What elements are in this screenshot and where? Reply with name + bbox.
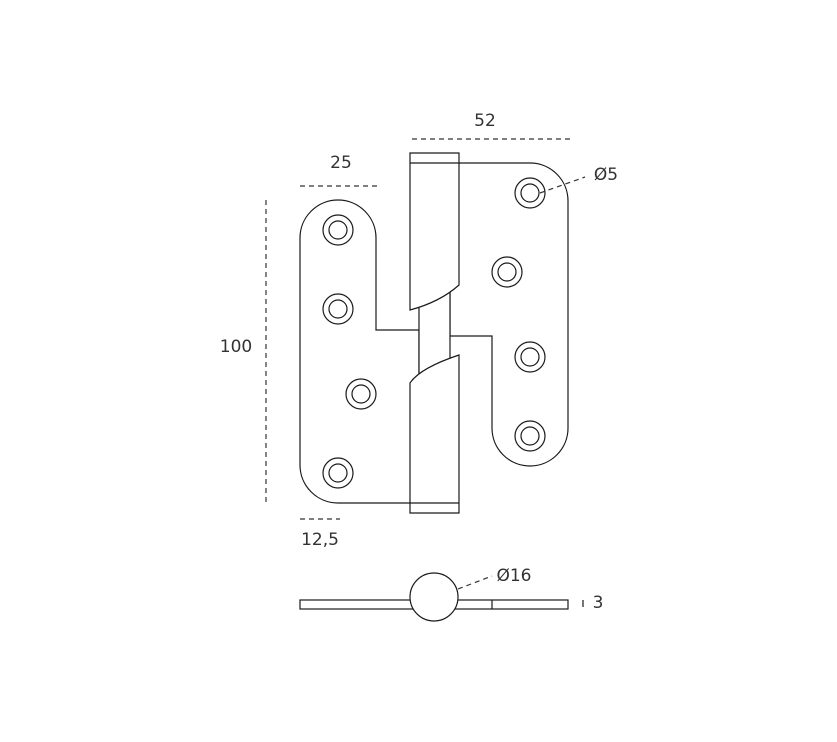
dim-hole-offset: 12,5 bbox=[301, 530, 339, 550]
end-view-knuckle bbox=[409, 572, 459, 622]
screw-hole bbox=[322, 214, 354, 246]
leader-knuckle bbox=[457, 575, 493, 590]
dim-overall-width: 52 bbox=[474, 111, 496, 131]
screw-hole bbox=[322, 293, 354, 325]
screw-hole bbox=[491, 256, 523, 288]
leader-hole bbox=[539, 176, 586, 194]
right-leaf bbox=[449, 162, 569, 467]
screw-holes bbox=[322, 177, 546, 489]
screw-hole bbox=[514, 177, 546, 209]
top-knuckle bbox=[409, 152, 460, 311]
dim-height: 100 bbox=[220, 337, 252, 357]
screw-hole bbox=[514, 341, 546, 373]
screw-hole bbox=[322, 457, 354, 489]
screw-hole bbox=[514, 420, 546, 452]
dim-knuckle-diameter: Ø16 bbox=[496, 566, 531, 586]
bottom-knuckle bbox=[409, 354, 460, 514]
dim-thickness: 3 bbox=[593, 593, 604, 613]
screw-hole bbox=[345, 378, 377, 410]
left-leaf bbox=[299, 199, 420, 504]
dim-leaf-width: 25 bbox=[330, 153, 352, 173]
dim-hole-diameter: Ø5 bbox=[594, 165, 618, 185]
